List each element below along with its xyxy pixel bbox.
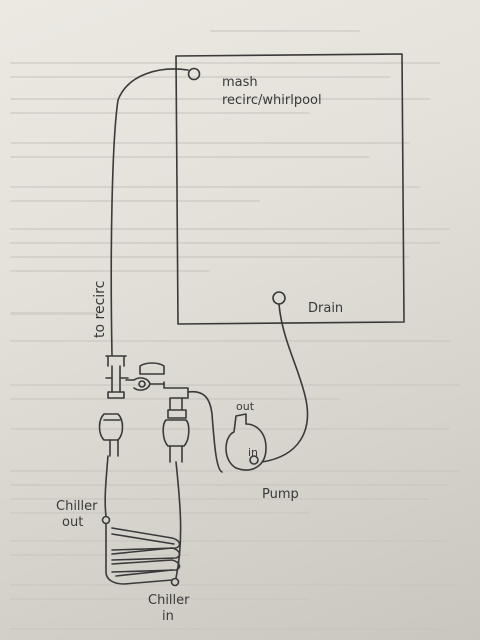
drain-port-icon — [272, 291, 286, 305]
middle-valve-handle-icon — [139, 362, 165, 375]
chiller-in-hose — [175, 461, 182, 579]
pump-feed-pipe — [187, 390, 223, 473]
chiller-out-port-icon — [101, 515, 111, 525]
label-chiller-in-1: Chiller — [148, 593, 190, 608]
kettle-outline — [175, 53, 405, 325]
label-pump-out: out — [236, 400, 255, 413]
chiller-in-port-icon — [170, 577, 180, 587]
drain-hose — [261, 303, 309, 463]
label-drain: Drain — [308, 301, 343, 316]
chiller-out-hose — [104, 455, 109, 517]
tee-fitting-icon — [105, 355, 127, 393]
tee-connector — [125, 377, 165, 391]
label-to-recirc: to recirc — [92, 281, 108, 338]
label-chiller-out-1: Chiller — [56, 499, 98, 514]
label-pump: Pump — [262, 487, 299, 502]
recirc-hose — [110, 68, 189, 356]
mash-port-icon — [187, 67, 201, 81]
label-pump-in: in — [248, 446, 258, 459]
pump-icon — [225, 413, 267, 471]
left-valve-icon — [98, 413, 124, 441]
middle-valve-icon — [163, 381, 189, 411]
label-chiller-in-2: in — [162, 609, 174, 624]
label-mash: mash — [222, 75, 258, 90]
label-chiller-out-2: out — [62, 515, 83, 530]
chiller-coil-icon — [105, 523, 181, 585]
pump-inlet-icon — [249, 455, 259, 465]
label-recirc-whirlpool: recirc/whirlpool — [222, 93, 322, 108]
